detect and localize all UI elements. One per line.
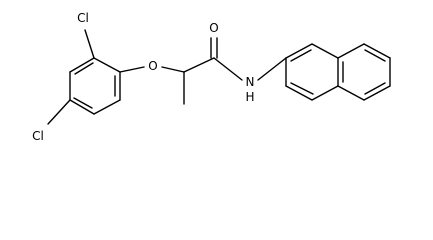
double-bond [364,82,386,95]
bond-carbonyl-nitrogen [213,57,243,81]
bond [69,57,95,73]
bond [363,85,391,101]
bond-nitrogen-naphthyl [257,57,287,81]
double-bond [290,49,312,62]
bond [285,85,313,101]
naphthalene-ring [285,43,391,101]
atom-label-oxygen-carbonyl: O [209,21,218,35]
bond [93,99,121,115]
bond [363,43,391,59]
bond-oxygen-ch [161,66,185,73]
dichlorophenyl-ring [69,57,121,115]
molecule-structure: Cl Cl O O N H [32,11,391,143]
atom-label-cl-upper: Cl [77,11,89,25]
atom-label-cl-lower: Cl [32,129,44,143]
atom-label-oxygen-ether: O [148,59,157,73]
bond-ring-cl-lower [47,99,71,125]
double-bond [290,82,314,95]
bond [93,57,121,73]
bond [337,85,365,101]
bond-ring-cl-upper [84,29,95,59]
bond [311,85,339,101]
bond [337,43,365,59]
bond [285,43,313,59]
bond [69,99,95,115]
bond-ring-oxygen [119,66,145,73]
atom-label-nitrogen-h: H [245,90,254,104]
bond-ch-carbonyl [183,57,215,73]
atom-label-nitrogen: N [246,75,255,89]
bond [311,43,339,59]
double-bond [364,49,386,62]
double-bond [74,62,94,75]
double-bond [73,97,93,109]
